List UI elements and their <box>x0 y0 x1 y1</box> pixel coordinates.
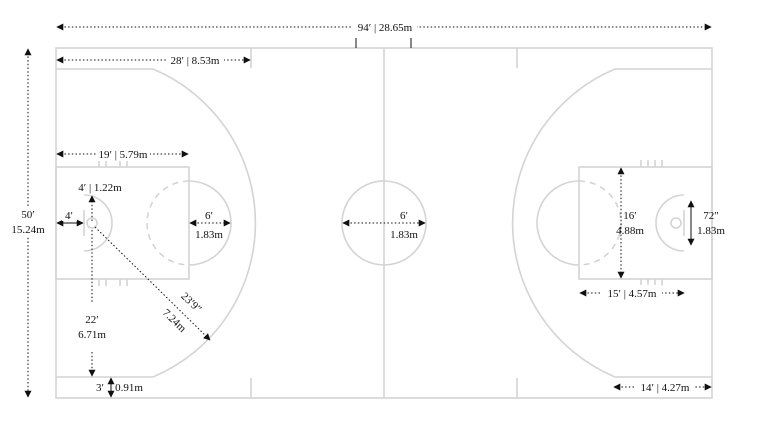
dimension-lines <box>24 23 712 398</box>
restricted-area <box>655 194 685 252</box>
three-point-arc <box>152 68 257 378</box>
free-throw-circle-solid <box>536 180 580 266</box>
label-backboard-width-ft: 72″ <box>703 210 719 222</box>
free-throw-circle-solid <box>188 180 232 266</box>
label-lane-length: 19′ | 5.79m <box>99 149 148 161</box>
free-throw-lane <box>578 166 713 280</box>
lane-marks <box>640 160 663 286</box>
lane-marks <box>98 160 128 286</box>
label-three-corner-m: 6.71m <box>78 329 106 341</box>
label-overall-length: 94′ | 28.65m <box>358 22 413 34</box>
label-ft-radius-ft: 6′ <box>205 210 213 222</box>
label-ft-radius-m: 1.83m <box>195 229 223 241</box>
label-width-m: 15.24m <box>11 224 45 236</box>
label-center-radius-m: 1.83m <box>390 229 418 241</box>
label-backboard-width-m: 1.83m <box>697 225 725 237</box>
label-half-to-arc: 28′ | 8.53m <box>171 55 220 67</box>
rim <box>86 217 98 229</box>
label-lane-width-ft: 16′ <box>623 210 636 222</box>
label-ft-line: 15′ | 4.57m <box>608 288 657 300</box>
center-circle <box>341 180 427 266</box>
right-half-court <box>511 68 713 378</box>
label-center-radius-ft: 6′ <box>400 210 408 222</box>
label-sideline-gap-ft: 3′ <box>96 382 104 394</box>
label-backboard-offset: 4′ | 1.22m <box>78 182 122 194</box>
label-rim-offset: 4′ <box>65 210 73 222</box>
label-width-ft: 50′ <box>21 209 34 221</box>
label-three-arc-m: 7.24m <box>160 307 189 335</box>
rim <box>670 217 682 229</box>
free-throw-circle-dashed <box>146 180 190 266</box>
label-three-corner-ft: 22′ <box>85 314 98 326</box>
dim-three-arc <box>94 226 211 341</box>
label-sideline-gap-m: 0.91m <box>115 382 143 394</box>
free-throw-circle-dashed <box>578 180 622 266</box>
free-throw-lane <box>55 166 190 280</box>
label-three-arc-ft: 23′9″ <box>178 290 203 315</box>
label-lane-width-m: 4.88m <box>616 225 644 237</box>
label-hash: 14′ | 4.27m <box>641 382 690 394</box>
three-point-arc <box>511 68 616 378</box>
restricted-area <box>83 194 113 252</box>
